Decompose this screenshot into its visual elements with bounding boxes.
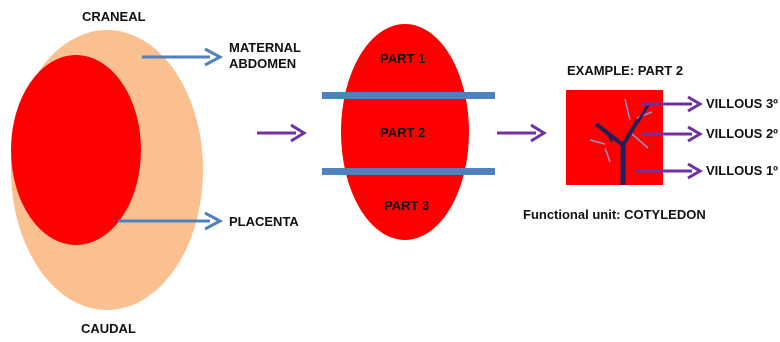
arrow-middle-to-right bbox=[497, 125, 544, 141]
label-caudal: CAUDAL bbox=[81, 321, 136, 337]
placenta-shape bbox=[11, 55, 141, 245]
label-part-1: PART 1 bbox=[380, 51, 425, 67]
label-placenta: PLACENTA bbox=[229, 214, 299, 230]
label-example: EXAMPLE: PART 2 bbox=[567, 63, 683, 79]
label-villous-1: VILLOUS 1º bbox=[706, 163, 778, 179]
arrow-left-to-middle bbox=[257, 125, 304, 141]
divider-band-top bbox=[322, 92, 495, 99]
label-villous-3: VILLOUS 3º bbox=[706, 96, 778, 112]
label-part-3: PART 3 bbox=[384, 198, 429, 214]
label-functional-unit: Functional unit: COTYLEDON bbox=[523, 207, 706, 223]
label-craneal: CRANEAL bbox=[82, 9, 146, 25]
divider-band-bottom bbox=[322, 168, 495, 175]
label-part-2: PART 2 bbox=[380, 125, 425, 141]
label-villous-2: VILLOUS 2º bbox=[706, 126, 778, 142]
label-maternal-abdomen-line2: ABDOMEN bbox=[229, 56, 296, 72]
label-maternal-abdomen-line1: MATERNAL bbox=[229, 40, 301, 56]
